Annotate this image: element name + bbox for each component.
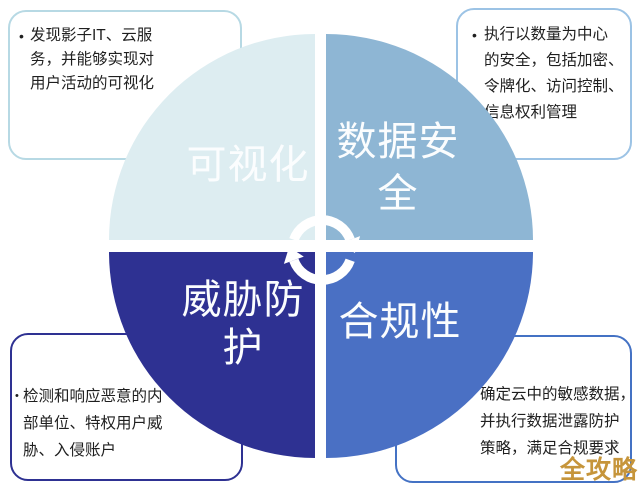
bullet-glyph: • (472, 27, 477, 43)
callout-text-line: 令牌化、访问控制、 (484, 78, 624, 95)
quadrant-label-line: 全 (377, 172, 419, 216)
quadrant-label-line: 数据安 (336, 120, 460, 164)
callout-text-line: 部单位、特权用户威 (23, 415, 163, 432)
quadrant-label-line: 护 (222, 326, 264, 370)
callout-text-line: 胁、入侵账户 (23, 442, 117, 459)
callout-data-security-body: • 执行以数量为中心 的安全，包括加密、 令牌化、访问控制、 信息权利管理 (458, 10, 630, 126)
bullet-glyph: • (15, 390, 19, 402)
callout-compliance-body: • 确定云中的敏感数据， 并执行数据泄露防护 策略，满足合规要求 (397, 337, 635, 462)
watermark-text: 全攻略 (559, 456, 638, 484)
bullet-glyph: • (19, 28, 24, 44)
quadrant-label-visibility: 可视化 (186, 143, 310, 187)
callout-text-line: 策略，满足合规要求 (480, 440, 620, 457)
quadrant-label-line: 威胁防 (181, 278, 305, 322)
callout-text-line: 检测和响应恶意的内 (23, 388, 163, 405)
callout-text-line: 的安全，包括加密、 (484, 52, 624, 69)
quadrant-label-compliance: 合规性 (338, 300, 462, 344)
quadrant-label-threat-protection: 威胁防 护 (148, 276, 338, 372)
callout-text-line: 确定云中的敏感数据， (480, 386, 636, 403)
callout-text-line: 用户活动的可视化 (30, 75, 155, 92)
quadrant-label-data-security: 数据安 全 (303, 116, 493, 220)
callout-text-line: 执行以数量为中心 (484, 26, 609, 43)
callout-text-line: 发现影子IT、云服 (30, 27, 153, 44)
callout-threat-protection-body: • 检测和响应恶意的内 部单位、特权用户威 胁、入侵账户 (12, 335, 241, 464)
callout-text-line: 并执行数据泄露防护 (480, 413, 620, 430)
callout-visibility-body: • 发现影子IT、云服 务，并能够实现对 用户活动的可视化 (10, 12, 240, 96)
callout-text-line: 务，并能够实现对 (30, 51, 155, 68)
callout-text-line: 信息权利管理 (484, 104, 578, 121)
cycle-arrows-icon (283, 215, 361, 285)
